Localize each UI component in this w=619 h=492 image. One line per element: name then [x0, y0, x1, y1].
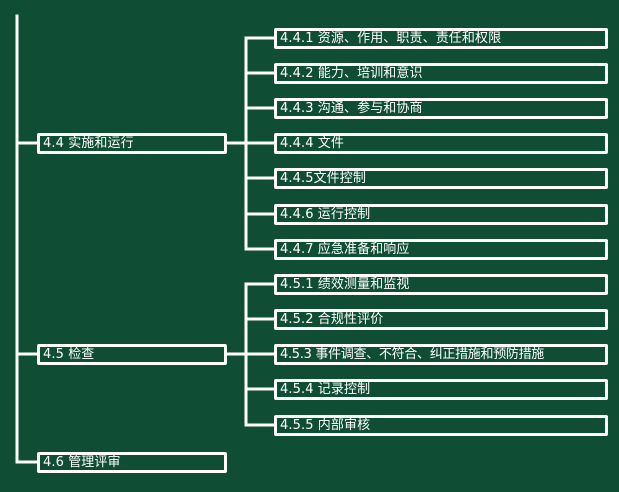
node-4-5-3: 4.5.3 事件调查、不符合、纠正措施和预防措施	[274, 344, 608, 365]
node-4-5-5: 4.5.5 内部审核	[274, 415, 608, 436]
node-4-4-7: 4.4.7 应急准备和响应	[274, 239, 608, 260]
node-4-4-4: 4.4.4 文件	[274, 133, 608, 154]
node-4-5-2: 4.5.2 合规性评价	[274, 309, 608, 330]
node-4-4-6: 4.4.6 运行控制	[274, 204, 608, 225]
node-4-5: 4.5 检查	[37, 344, 227, 365]
node-4-5-4: 4.5.4 记录控制	[274, 379, 608, 400]
node-4-4-2: 4.4.2 能力、培训和意识	[274, 63, 608, 84]
node-4-4-5: 4.4.5文件控制	[274, 168, 608, 189]
node-4-5-1: 4.5.1 绩效测量和监视	[274, 274, 608, 295]
node-4-4: 4.4 实施和运行	[37, 133, 227, 154]
node-4-6: 4.6 管理评审	[37, 452, 227, 473]
node-4-4-1: 4.4.1 资源、作用、职责、责任和权限	[274, 28, 608, 49]
node-4-4-3: 4.4.3 沟通、参与和协商	[274, 98, 608, 119]
